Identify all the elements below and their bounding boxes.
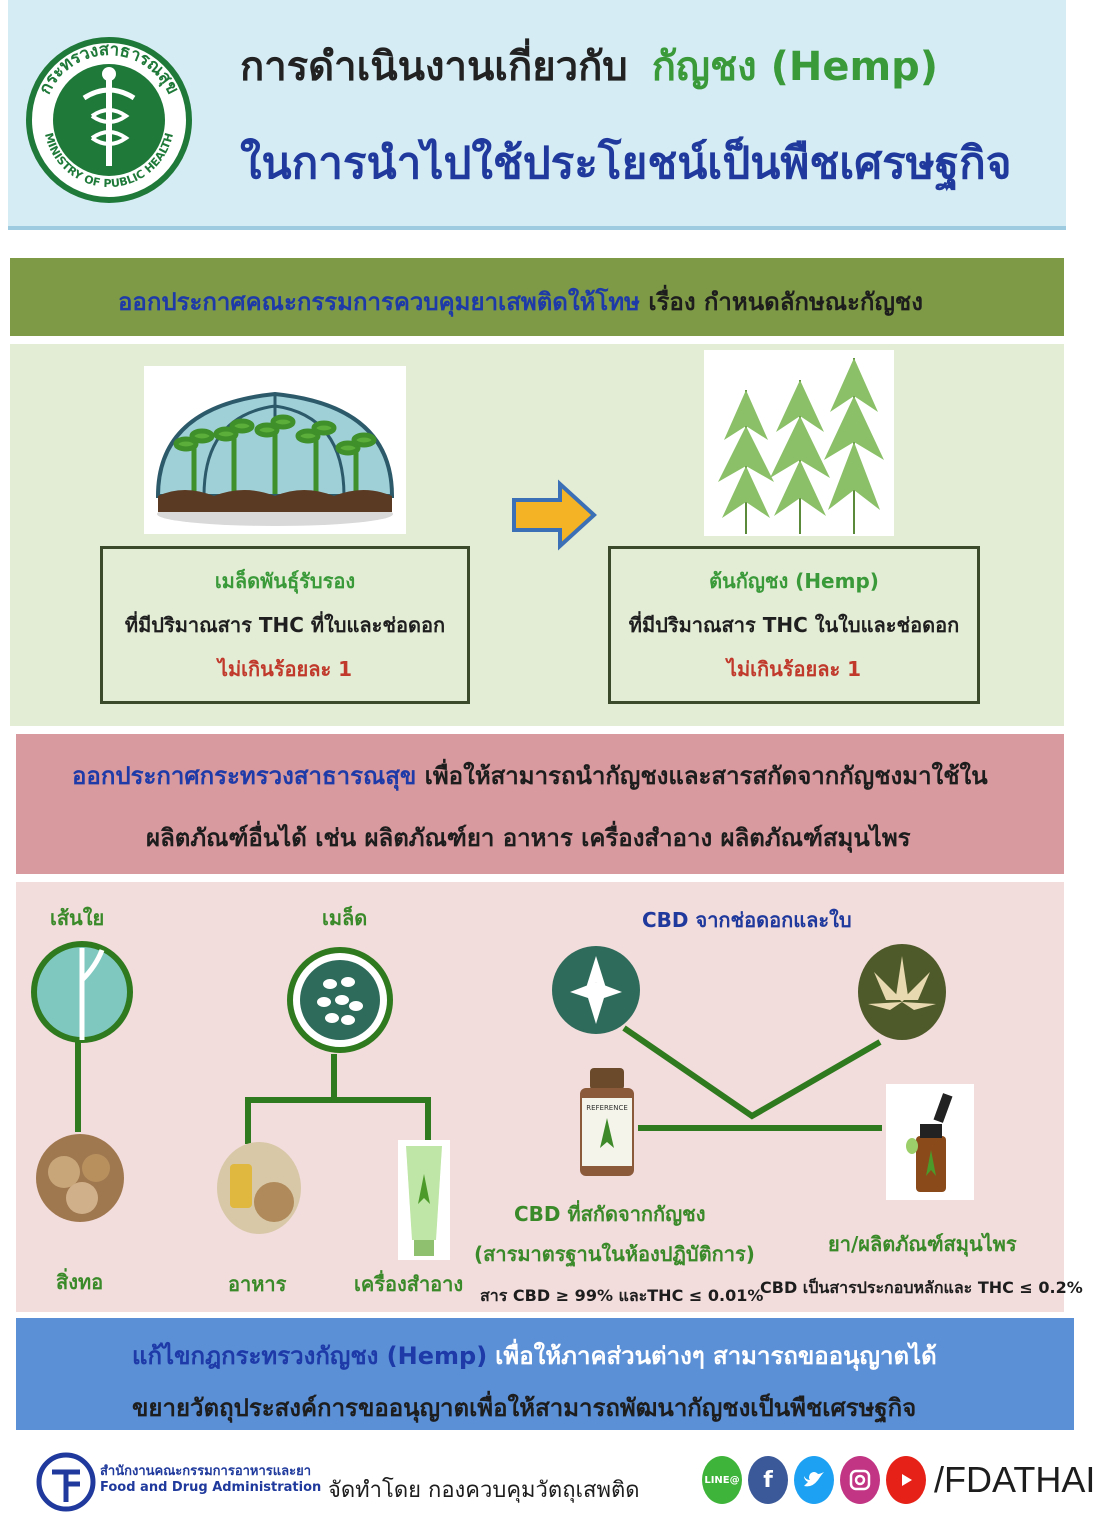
herbal-spec: CBD เป็นสารประกอบหลักและ THC ≤ 0.2%: [760, 1278, 1083, 1297]
hemp-plant-limit: ไม่เกินร้อยละ 1: [726, 657, 862, 681]
title-line1-text: การดำเนินงานเกี่ยวกับ: [240, 44, 628, 90]
title-hemp: กัญชง (Hemp): [651, 44, 939, 90]
fda-logo-icon: [36, 1452, 96, 1512]
credit-text: จัดทำโดย กองควบคุมวัตถุเสพติด: [328, 1478, 640, 1503]
seed-icon: [287, 947, 393, 1053]
section4-heading-white: เพื่อให้ภาคส่วนต่างๆ สามารถขออนุญาตได้: [495, 1342, 937, 1370]
social-handle[interactable]: /FDATHAI: [934, 1459, 1095, 1500]
label-textile: สิ่งทอ: [56, 1270, 104, 1294]
section4-panel: แก้ไขกฎกระทรวงกัญชง (Hemp)เพื่อให้ภาคส่ว…: [16, 1318, 1074, 1430]
certified-seed-line: ที่มีปริมาณสาร THC ที่ใบและช่อดอก: [124, 613, 446, 637]
bottle-label: REFERENCE: [586, 1104, 628, 1112]
certified-seed-box: เมล็ดพันธุ์รับรอง ที่มีปริมาณสาร THC ที่…: [100, 546, 470, 704]
infographic: กระทรวงสาธารณสุข MINISTRY OF PUBLIC HEAL…: [8, 0, 1095, 1524]
section1-panel: เมล็ดพันธุ์รับรอง ที่มีปริมาณสาร THC ที่…: [10, 344, 1064, 726]
section1-heading-dark: เรื่อง กำหนดลักษณะกัญชง: [648, 288, 923, 316]
hemp-plants-image: [704, 350, 894, 536]
section4-heading-blue: แก้ไขกฎกระทรวงกัญชง (Hemp): [132, 1342, 488, 1370]
header: กระทรวงสาธารณสุข MINISTRY OF PUBLIC HEAL…: [8, 0, 1066, 230]
textile-image: [36, 1134, 124, 1222]
section2-panel: ออกประกาศกระทรวงสาธารณสุข เพื่อให้สามารถ…: [16, 734, 1064, 874]
label-cbd-source: CBD จากช่อดอกและใบ: [642, 908, 852, 932]
section2-heading-blue: ออกประกาศกระทรวงสาธารณสุข: [72, 762, 417, 790]
cannabis-leaf-icon: [858, 944, 946, 1040]
instagram-icon[interactable]: [840, 1456, 880, 1504]
herbal-dropper-bottle-image: [886, 1084, 974, 1200]
connector-lines: [75, 1025, 882, 1144]
ministry-logo: กระทรวงสาธารณสุข MINISTRY OF PUBLIC HEAL…: [26, 37, 192, 203]
line-icon[interactable]: LINE@: [702, 1456, 742, 1504]
social-links: LINE@ f /FDATHAI: [702, 1456, 1095, 1504]
footer: สำนักงานคณะกรรมการอาหารและยา Food and Dr…: [16, 1436, 1095, 1524]
twitter-icon[interactable]: [794, 1456, 834, 1504]
hemp-plant-line: ที่มีปริมาณสาร THC ในใบและช่อดอก: [628, 613, 960, 637]
fda-name: สำนักงานคณะกรรมการอาหารและยา Food and Dr…: [100, 1464, 321, 1496]
label-fiber: เส้นใย: [50, 906, 105, 930]
arrow-right-icon: [512, 479, 597, 551]
youtube-icon[interactable]: [886, 1456, 926, 1504]
section1-heading: ออกประกาศคณะกรรมการควบคุมยาเสพติดให้โทษ …: [10, 258, 1064, 336]
fiber-icon: [31, 941, 133, 1043]
certified-seed-limit: ไม่เกินร้อยละ 1: [217, 657, 353, 681]
herbal-title: ยา/ผลิตภัณฑ์สมุนไพร: [828, 1232, 1017, 1256]
section4-line2: ขยายวัตถุประสงค์การขออนุญาตเพื่อให้สามาร…: [132, 1394, 917, 1422]
label-cosmetic: เครื่องสำอาง: [354, 1272, 464, 1296]
cosmetic-tube-image: [398, 1140, 450, 1260]
label-food: อาหาร: [228, 1272, 287, 1296]
section3-panel: เส้นใย เมล็ด CBD จากช่อดอกและใบ: [16, 882, 1083, 1312]
hemp-plant-title: ต้นกัญชง (Hemp): [709, 569, 879, 593]
greenhouse-seedlings-image: [144, 366, 406, 534]
label-seed: เมล็ด: [322, 906, 368, 930]
food-image: [217, 1142, 301, 1234]
hemp-plant-box: ต้นกัญชง (Hemp) ที่มีปริมาณสาร THC ในใบแ…: [608, 546, 980, 704]
section2-line2: ผลิตภัณฑ์อื่นได้ เช่น ผลิตภัณฑ์ยา อาหาร …: [146, 824, 911, 852]
title-line2: ในการนำไปใช้ประโยชน์เป็นพืชเศรษฐกิจ: [240, 138, 1012, 189]
section2-heading-dark: เพื่อให้สามารถนำกัญชงและสารสกัดจากกัญชงม…: [424, 762, 988, 790]
cannabis-flower-icon: [552, 946, 640, 1034]
fda-name-en: Food and Drug Administration: [100, 1480, 322, 1495]
title-line1: การดำเนินงานเกี่ยวกับ กัญชง (Hemp): [240, 34, 938, 98]
cbd-extract-title: CBD ที่สกัดจากกัญชง: [514, 1202, 706, 1226]
section1-heading-blue: ออกประกาศคณะกรรมการควบคุมยาเสพติดให้โทษ: [118, 288, 640, 316]
cbd-extract-spec: สาร CBD ≥ 99% และTHC ≤ 0.01%: [480, 1286, 764, 1305]
certified-seed-title: เมล็ดพันธุ์รับรอง: [214, 569, 356, 593]
cbd-reference-bottle-image: REFERENCE: [576, 1068, 638, 1180]
facebook-icon[interactable]: f: [748, 1456, 788, 1504]
fda-name-th: สำนักงานคณะกรรมการอาหารและยา: [100, 1464, 312, 1479]
cbd-extract-sub: (สารมาตรฐานในห้องปฏิบัติการ): [474, 1242, 755, 1266]
